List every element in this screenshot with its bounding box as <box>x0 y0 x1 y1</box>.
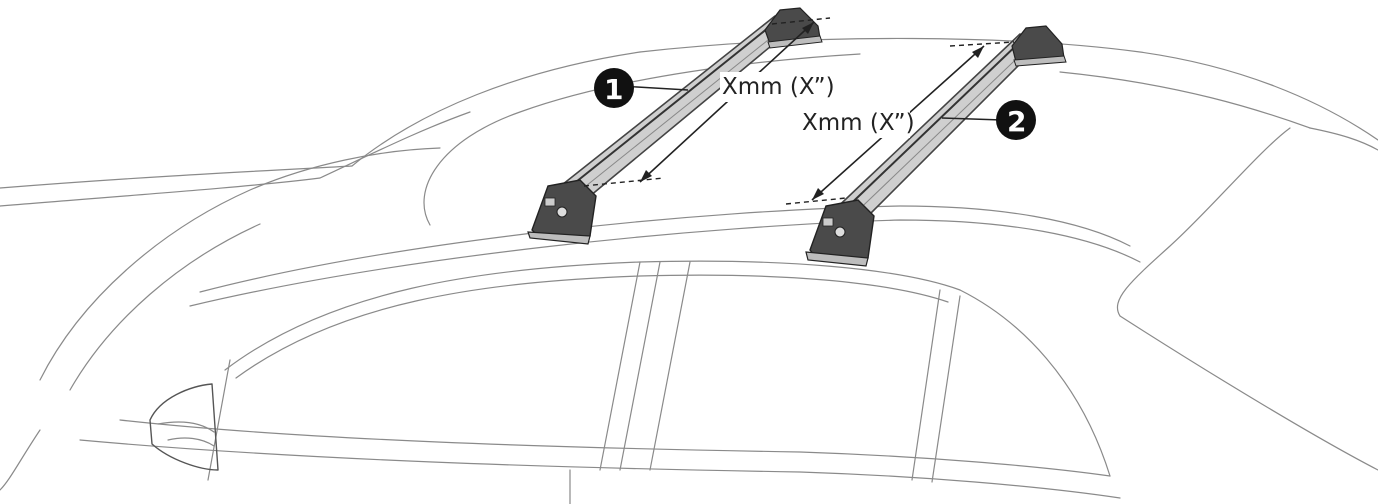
roof-bar-1 <box>527 7 823 245</box>
roof-bar-1-far-foot <box>764 7 823 49</box>
callout-2-label: 2 <box>1007 105 1026 138</box>
roof-bar-1-near-foot <box>527 179 597 245</box>
dimension-rear: Xmm (X”) <box>785 41 1015 205</box>
callout-2: 2 <box>941 100 1036 140</box>
roof-bar-2-near-foot <box>805 199 875 267</box>
dimension-front-label: Xmm (X”) <box>722 74 835 100</box>
dimension-rear-label: Xmm (X”) <box>802 110 915 136</box>
callout-1-label: 1 <box>604 73 623 106</box>
callout-1: 1 <box>594 68 689 108</box>
side-mirror-icon <box>149 383 219 471</box>
dimension-front: Xmm (X”) <box>583 17 835 187</box>
car-outline <box>0 37 1378 504</box>
roof-bar-2-far-foot <box>1011 25 1067 67</box>
roof-bar-2 <box>805 25 1067 267</box>
